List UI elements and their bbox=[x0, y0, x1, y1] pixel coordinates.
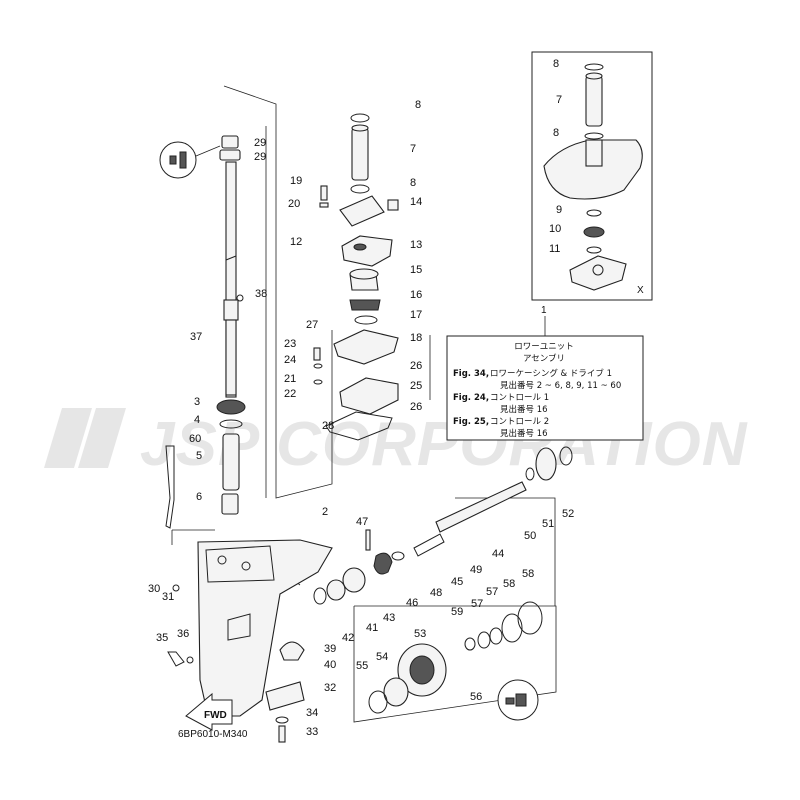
callout-53: 53 bbox=[414, 628, 426, 640]
ref-name-1: コントロール 1 bbox=[490, 393, 549, 403]
callout-47: 47 bbox=[356, 516, 368, 528]
callout-54: 54 bbox=[376, 651, 388, 663]
ref-name-0: ロワーケーシング & ドライブ 1 bbox=[490, 368, 612, 379]
callout-30: 30 bbox=[148, 583, 160, 595]
callout-58: 58 bbox=[522, 568, 534, 580]
fwd-label: FWD bbox=[204, 710, 227, 721]
callout-59: 59 bbox=[451, 606, 463, 618]
callout-13: 13 bbox=[410, 239, 422, 251]
callout-37: 37 bbox=[190, 331, 202, 343]
callout-44: 44 bbox=[492, 548, 504, 560]
callout-2: 2 bbox=[322, 506, 328, 518]
callout-29: 29 bbox=[254, 151, 266, 163]
callout-18: 18 bbox=[410, 332, 422, 344]
callout-20: 20 bbox=[288, 198, 300, 210]
callout-49: 49 bbox=[470, 564, 482, 576]
callout-6: 6 bbox=[196, 491, 202, 503]
callout-40: 40 bbox=[324, 659, 336, 671]
callout-51: 51 bbox=[542, 518, 554, 530]
callout-3: 3 bbox=[194, 396, 200, 408]
callout-15: 15 bbox=[410, 264, 422, 276]
ref-fig-1: Fig. 24, bbox=[453, 393, 489, 403]
callout-23: 23 bbox=[284, 338, 296, 350]
callout-19: 19 bbox=[290, 175, 302, 187]
propeller-shaft-group bbox=[313, 446, 573, 721]
callout-28: 28 bbox=[322, 420, 334, 432]
callout-22: 22 bbox=[284, 388, 296, 400]
callout-43: 43 bbox=[383, 612, 395, 624]
callout-17: 17 bbox=[410, 309, 422, 321]
callout-46: 46 bbox=[406, 597, 418, 609]
callout-55: 55 bbox=[356, 660, 368, 672]
callout-57: 57 bbox=[471, 598, 483, 610]
watermark-logo-icon bbox=[44, 408, 126, 468]
drive-shaft-group bbox=[159, 135, 246, 529]
callout-35: 35 bbox=[156, 632, 168, 644]
water-pump-group bbox=[313, 113, 399, 441]
ref-fig-2: Fig. 25, bbox=[453, 417, 489, 427]
callout-9: 9 bbox=[556, 204, 562, 216]
callout-7: 7 bbox=[410, 143, 416, 155]
ref-fig-0: Fig. 34, bbox=[453, 369, 489, 379]
callout-8: 8 bbox=[410, 177, 416, 189]
ref-name-2: コントロール 2 bbox=[490, 417, 549, 427]
callout-32: 32 bbox=[324, 682, 336, 694]
callout-45: 45 bbox=[451, 576, 463, 588]
callout-41: 41 bbox=[366, 622, 378, 634]
fwd-arrow-icon bbox=[185, 692, 233, 731]
callout-36: 36 bbox=[177, 628, 189, 640]
inset-label: X bbox=[637, 285, 644, 296]
callout-29: 29 bbox=[254, 137, 266, 149]
callout-39: 39 bbox=[324, 643, 336, 655]
callout-4: 4 bbox=[194, 414, 200, 426]
callout-56: 56 bbox=[470, 691, 482, 703]
callout-34: 34 bbox=[306, 707, 318, 719]
lower-casing-group: FWD bbox=[167, 539, 333, 743]
callout-24: 24 bbox=[284, 354, 296, 366]
watermark-text: JSP CORPORATION bbox=[140, 410, 748, 479]
ref-title-line1: ロワーユニット bbox=[514, 342, 574, 352]
callout-42: 42 bbox=[342, 632, 354, 644]
callout-14: 14 bbox=[410, 196, 422, 208]
inset-view: X bbox=[531, 51, 653, 301]
ref-box-number: 1 bbox=[541, 305, 547, 316]
callout-31: 31 bbox=[162, 591, 174, 603]
ref-detail-1: 見出番号 16 bbox=[500, 404, 548, 415]
callout-5: 5 bbox=[196, 450, 202, 462]
callout-33: 33 bbox=[306, 726, 318, 738]
callout-57: 57 bbox=[486, 586, 498, 598]
callout-10: 10 bbox=[549, 223, 561, 235]
callout-11: 11 bbox=[549, 243, 560, 255]
callout-38: 38 bbox=[255, 288, 267, 300]
drawing-code: 6BP6010-M340 bbox=[178, 729, 248, 740]
callout-50: 50 bbox=[524, 530, 536, 542]
watermark: JSP CORPORATION bbox=[44, 408, 748, 479]
callout-52: 52 bbox=[562, 508, 574, 520]
ref-detail-0: 見出番号 2 ~ 6, 8, 9, 11 ~ 60 bbox=[500, 380, 621, 391]
ref-detail-2: 見出番号 16 bbox=[500, 428, 548, 439]
callout-7: 7 bbox=[556, 94, 562, 106]
callout-16: 16 bbox=[410, 289, 422, 301]
callout-26: 26 bbox=[410, 401, 422, 413]
callout-27: 27 bbox=[306, 319, 318, 331]
callout-26: 26 bbox=[410, 360, 422, 372]
callout-8: 8 bbox=[415, 99, 421, 111]
ref-title-line2: アセンブリ bbox=[523, 353, 565, 364]
callout-21: 21 bbox=[284, 373, 296, 385]
callout-8: 8 bbox=[553, 127, 559, 139]
callout-48: 48 bbox=[430, 587, 442, 599]
callout-60: 60 bbox=[189, 433, 201, 445]
reference-box: ロワーユニット アセンブリ Fig. 34, ロワーケーシング & ドライブ 1… bbox=[446, 316, 644, 441]
callout-12: 12 bbox=[290, 236, 302, 248]
callout-58: 58 bbox=[503, 578, 515, 590]
callout-8: 8 bbox=[553, 58, 559, 70]
callout-25: 25 bbox=[410, 380, 422, 392]
